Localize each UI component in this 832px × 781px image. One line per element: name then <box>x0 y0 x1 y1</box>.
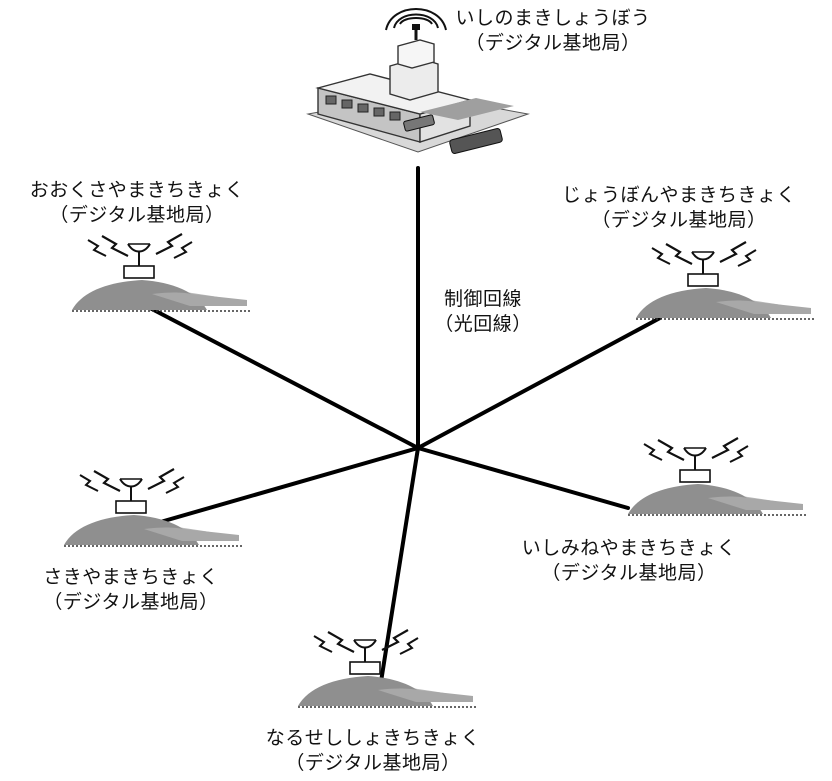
station-name: おおくさやまきちきょく <box>29 179 245 201</box>
hub-name: いしのまきしょうぼう <box>455 7 651 29</box>
control-lines <box>148 166 662 690</box>
link-type: （光回線） <box>434 313 532 335</box>
station-type: （デジタル基地局） <box>285 752 461 774</box>
line-to-ookusayama <box>148 306 420 450</box>
ishiminayama-site-icon <box>626 436 810 517</box>
station-name: なるせししょきちきょく <box>265 727 481 749</box>
station-label-joubanyama: じょうぼんやまきちきょく （デジタル基地局） <box>562 183 796 233</box>
station-name: さきやまきちきょく <box>43 566 219 588</box>
line-to-joubanyama <box>416 316 662 450</box>
hub-type: （デジタル基地局） <box>465 32 641 54</box>
link-label: 制御回線 （光回線） <box>434 287 532 337</box>
link-name: 制御回線 <box>443 288 523 310</box>
station-name: いしみねやまきちきょく <box>521 537 737 559</box>
station-name: じょうぼんやまきちきょく <box>561 184 797 206</box>
ookusayama-site-icon <box>70 232 254 313</box>
station-label-naruse: なるせししょきちきょく （デジタル基地局） <box>266 726 481 776</box>
station-label-ishiminayama: いしみねやまきちきょく （デジタル基地局） <box>522 536 737 586</box>
station-label-ookusayama: おおくさやまきちきょく （デジタル基地局） <box>30 178 245 228</box>
station-type: （デジタル基地局） <box>43 591 219 613</box>
joubanyama-site-icon <box>634 240 818 321</box>
station-label-sakiyama: さきやまきちきょく （デジタル基地局） <box>43 565 219 615</box>
station-type: （デジタル基地局） <box>49 204 225 226</box>
line-to-ishiminayama <box>416 446 630 510</box>
line-to-sakiyama <box>148 446 420 527</box>
line-to-naruse <box>378 446 420 690</box>
fire-station-icon <box>306 8 530 154</box>
station-type: （デジタル基地局） <box>541 562 717 584</box>
hub-label: いしのまきしょうぼう （デジタル基地局） <box>455 6 650 56</box>
station-type: （デジタル基地局） <box>591 209 767 231</box>
